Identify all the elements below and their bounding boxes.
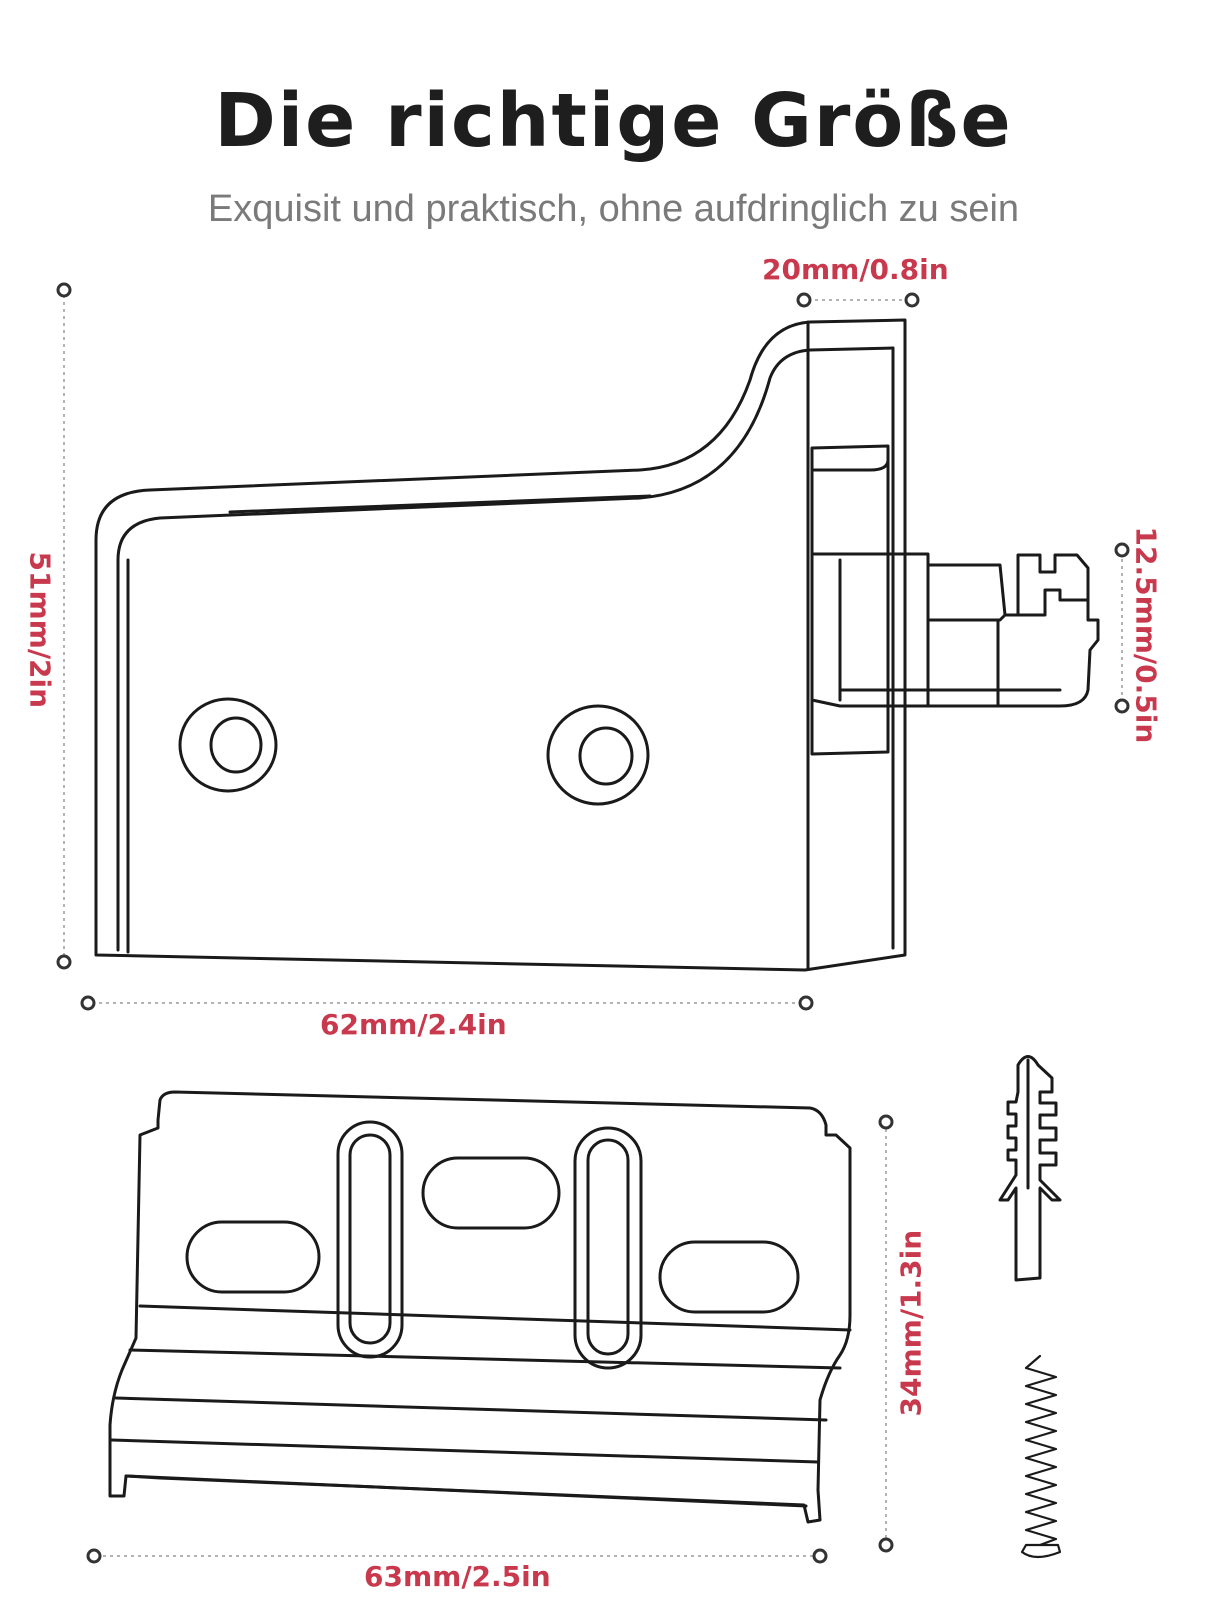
dimension-top-width: 20mm/0.8in xyxy=(762,253,949,286)
dimension-endpoints xyxy=(56,282,1130,1564)
dimension-base-height: 34mm/1.3in xyxy=(894,1229,928,1417)
dimension-width: 62mm/2.4in xyxy=(320,1008,507,1041)
page-title: Die richtige Größe xyxy=(214,78,1013,164)
screw-icon xyxy=(1020,1354,1062,1559)
bracket-side-view xyxy=(94,318,1100,972)
dimension-clip-height: 12.5mm/0.5in xyxy=(1129,526,1163,744)
page-subtitle: Exquisit und praktisch, ohne aufdringlic… xyxy=(207,188,1020,230)
dimension-base-width: 63mm/2.5in xyxy=(364,1560,551,1593)
dimension-height: 51mm/2in xyxy=(23,551,57,709)
wall-plug-icon xyxy=(998,1055,1062,1282)
mounting-plate xyxy=(108,1090,852,1524)
